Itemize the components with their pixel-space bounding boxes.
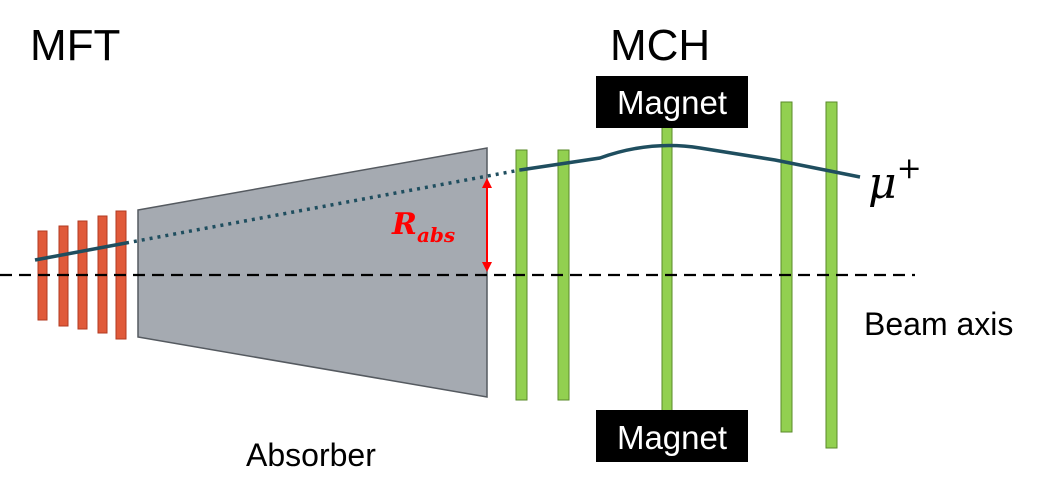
- magnet-bottom-label: Magnet: [617, 419, 727, 456]
- mch-plane: [780, 101, 793, 433]
- magnet-top-label: Magnet: [617, 84, 727, 121]
- mft-label: MFT: [30, 21, 120, 70]
- mch-label: MCH: [610, 21, 710, 70]
- r-abs-label: Rabs: [391, 207, 455, 247]
- mch-plane: [661, 119, 673, 416]
- muon-track-curve: [519, 143, 861, 179]
- muon-track-solid: [34, 241, 127, 262]
- muon-label: μ+: [868, 151, 922, 209]
- beam-axis-label: Beam axis: [864, 306, 1013, 342]
- magnet-top-box: [596, 76, 748, 128]
- absorber-label: Absorber: [246, 437, 376, 473]
- magnet-bottom-box: [596, 410, 748, 462]
- absorber-shape: [137, 147, 488, 398]
- muon-track-extrapolated: [125, 168, 521, 245]
